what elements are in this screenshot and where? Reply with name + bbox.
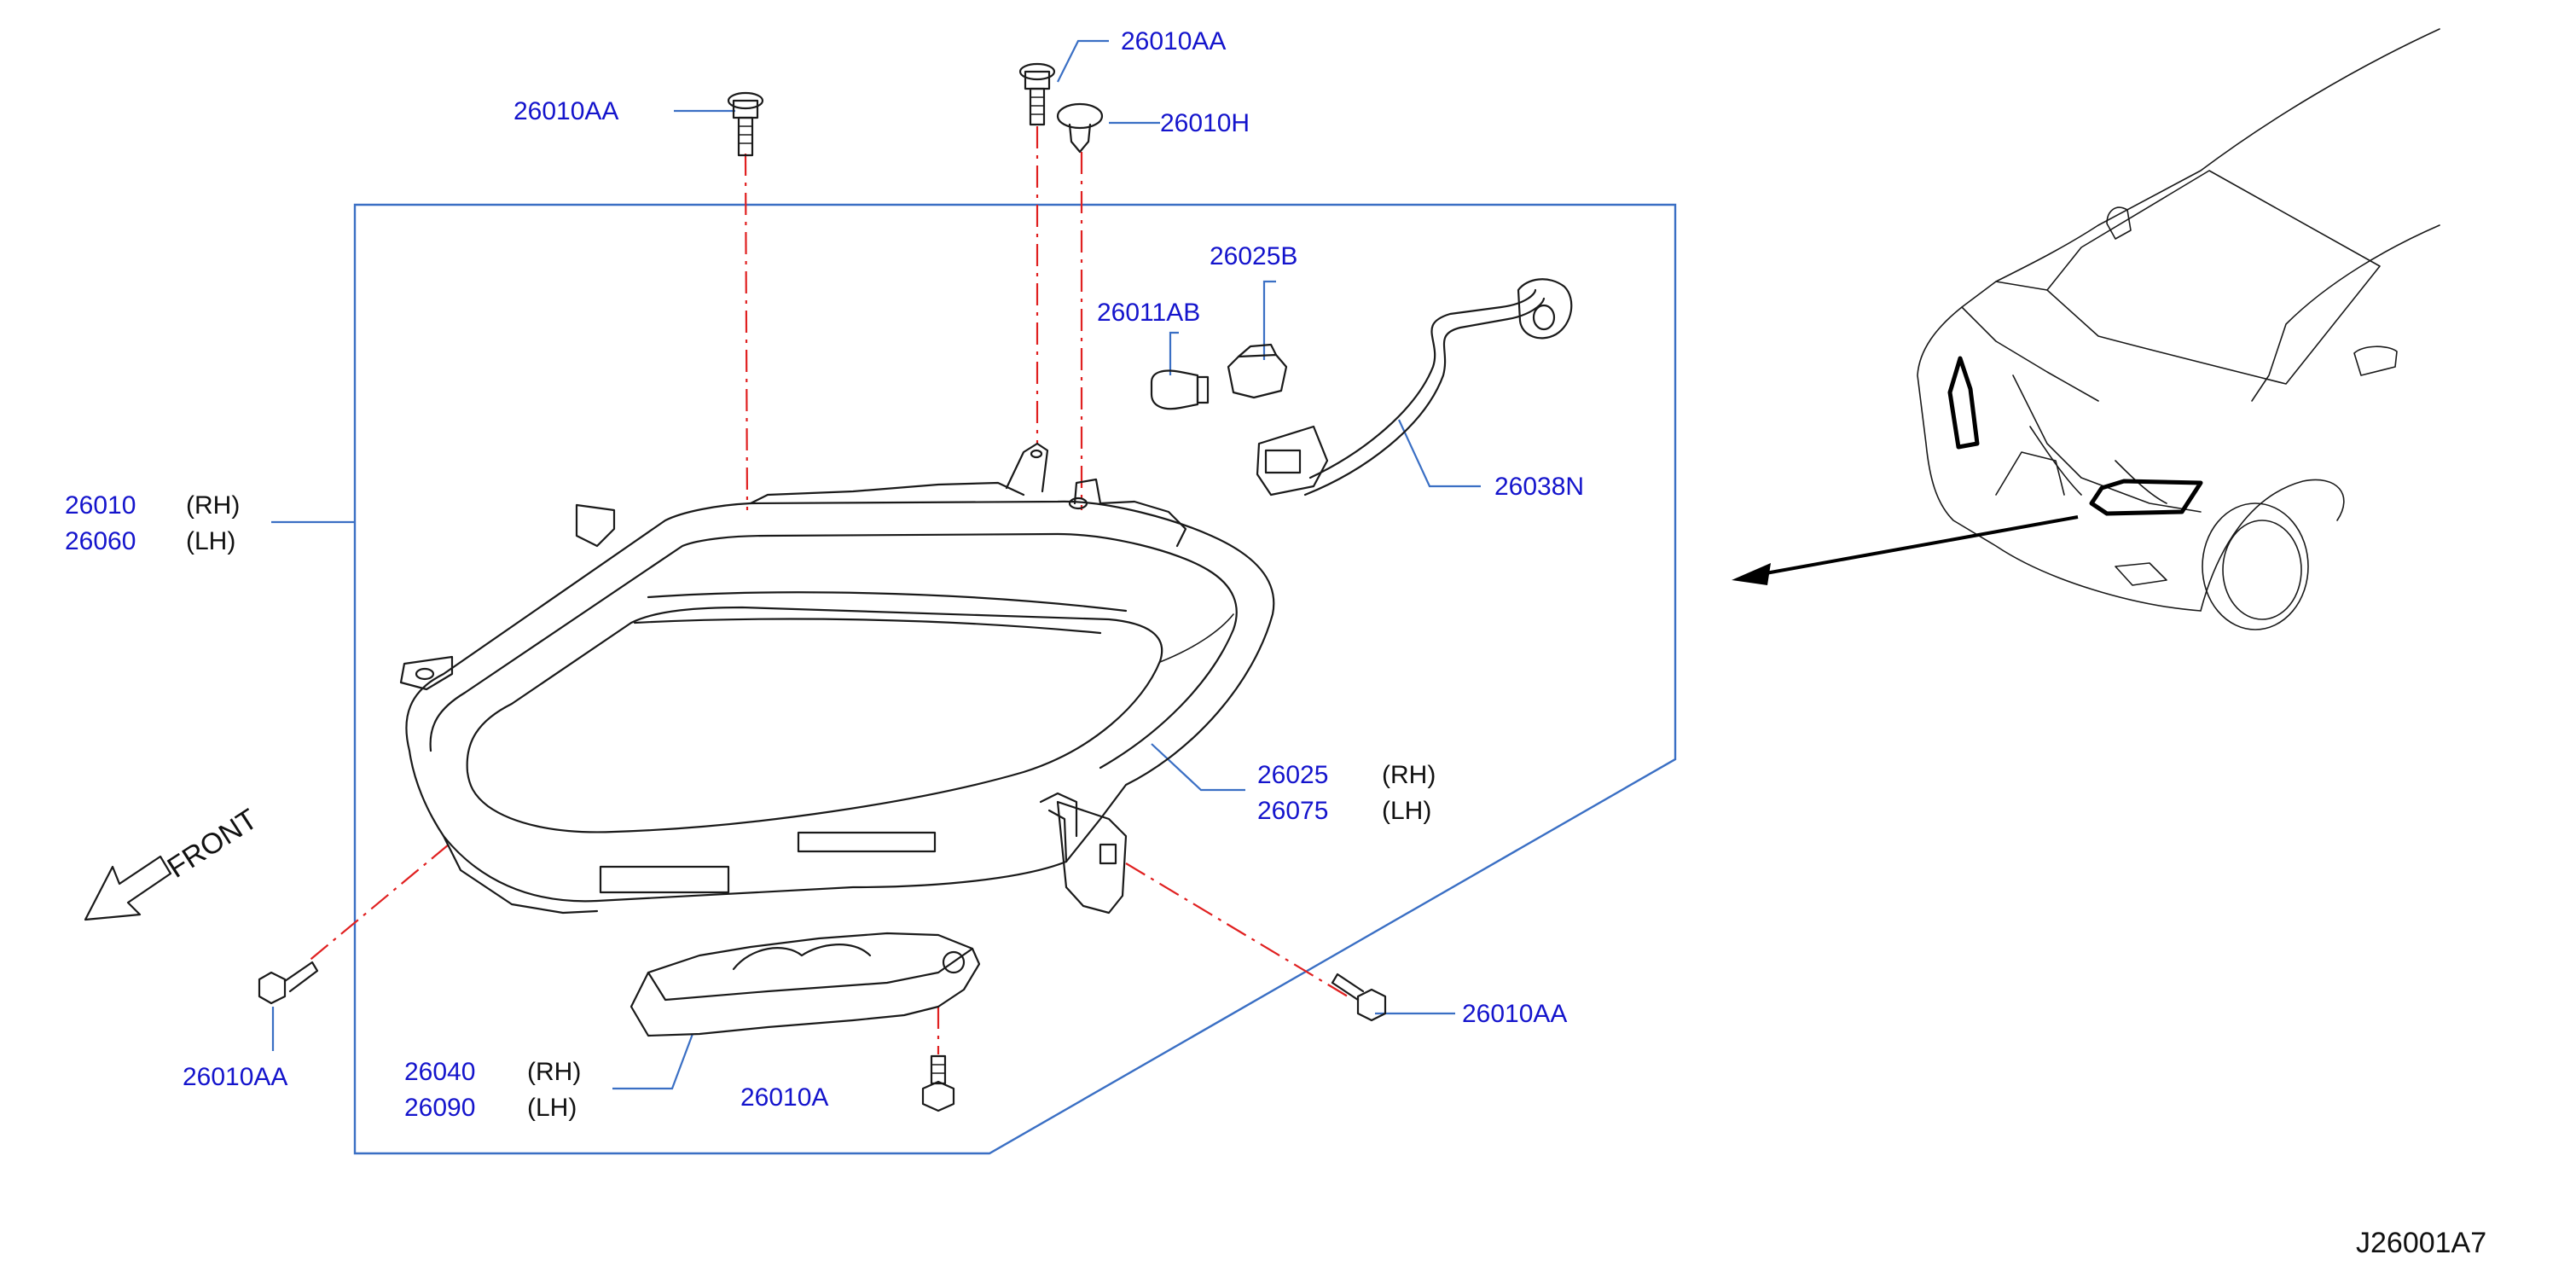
assembly-frame [353,203,1677,1155]
label-bracket-rh-side: (RH) [527,1058,581,1086]
label-bracket-rh-number: 26040 [404,1058,475,1086]
clip-top-drawing [1056,102,1104,154]
headlamp-assembly-drawing [399,442,1275,915]
label-bolt-lower-right: 26010AA [1462,1000,1567,1028]
label-housing-rh-side: (RH) [1382,761,1436,789]
label-socket: 26025B [1210,242,1297,270]
diagram-code: J26001A7 [2356,1227,2486,1259]
label-housing-lh-side: (LH) [1382,797,1431,825]
label-bolt-lower-left: 26010AA [183,1063,287,1091]
vehicle-illustration [1917,28,2440,630]
label-bracket-lh-side: (LH) [527,1094,577,1122]
bulb-drawing [1150,369,1210,410]
harness-drawing [1256,278,1573,497]
label-bracket-lh-number: 26090 [404,1094,475,1122]
socket-drawing [1227,343,1288,399]
label-bulb: 26011AB [1097,299,1200,327]
bolt-top-center-drawing [1018,62,1056,126]
label-headlamp-lh-side: (LH) [186,527,235,555]
label-clip-top: 26010H [1160,109,1250,137]
label-headlamp-lh-number: 26060 [65,527,136,555]
bolt-top-left-drawing [727,91,764,157]
bolt-lower-left-drawing [258,961,319,1005]
label-harness: 26038N [1494,473,1584,501]
label-bolt-top-left: 26010AA [513,97,618,125]
alignment-lines [306,126,1349,1054]
bracket-drawing [629,932,981,1037]
front-arrow [84,855,172,921]
label-headlamp-rh-side: (RH) [186,491,240,520]
label-bolt-bracket: 26010A [740,1083,828,1112]
bolt-bracket-drawing [921,1054,955,1112]
label-bolt-top-center: 26010AA [1121,27,1226,55]
label-housing-rh-number: 26025 [1257,761,1328,789]
front-label: FRONT [162,803,264,885]
leader-lines [271,39,1481,1090]
pointer-arrow [1732,515,2079,585]
bolt-lower-right-drawing [1331,973,1387,1022]
label-housing-lh-number: 26075 [1257,797,1328,825]
label-headlamp-rh-number: 26010 [65,491,136,520]
